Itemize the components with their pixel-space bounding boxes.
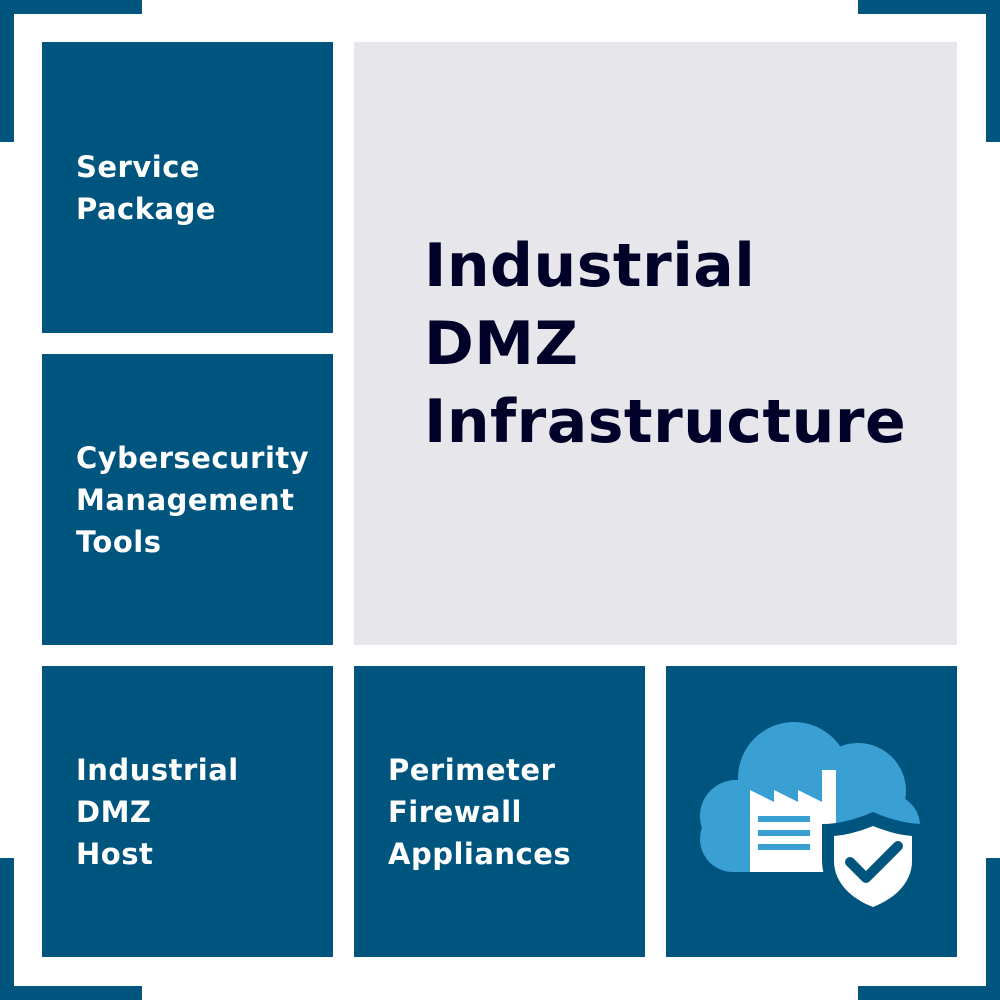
tile-perimeter-firewall-appliances: Perimeter Firewall Appliances <box>354 666 645 957</box>
cloud-factory-shield-icon <box>700 722 924 920</box>
tile-label-perimeter-firewall: Perimeter Firewall Appliances <box>388 752 572 871</box>
tile-security-icon <box>666 666 957 957</box>
tile-industrial-dmz-infrastructure: Industrial DMZ Infrastructure <box>354 42 957 645</box>
shield-check-icon <box>822 812 924 920</box>
main-title: Industrial DMZ Infrastructure <box>424 230 907 457</box>
corner-bracket-top-right <box>858 0 1000 142</box>
tile-industrial-dmz-host: Industrial DMZ Host <box>42 666 333 957</box>
tile-cybersecurity-management-tools: Cybersecurity Management Tools <box>42 354 333 645</box>
tile-label-industrial-dmz-host: Industrial DMZ Host <box>76 752 239 871</box>
tile-label-cybersecurity-tools: Cybersecurity Management Tools <box>76 440 310 559</box>
tile-service-package: Service Package <box>42 42 333 333</box>
tile-label-service-package: Service Package <box>76 149 217 226</box>
factory-icon <box>750 770 836 872</box>
corner-bracket-bottom-right <box>858 858 1000 1000</box>
corner-bracket-bottom-left <box>0 858 142 1000</box>
corner-bracket-top-left <box>0 0 142 142</box>
